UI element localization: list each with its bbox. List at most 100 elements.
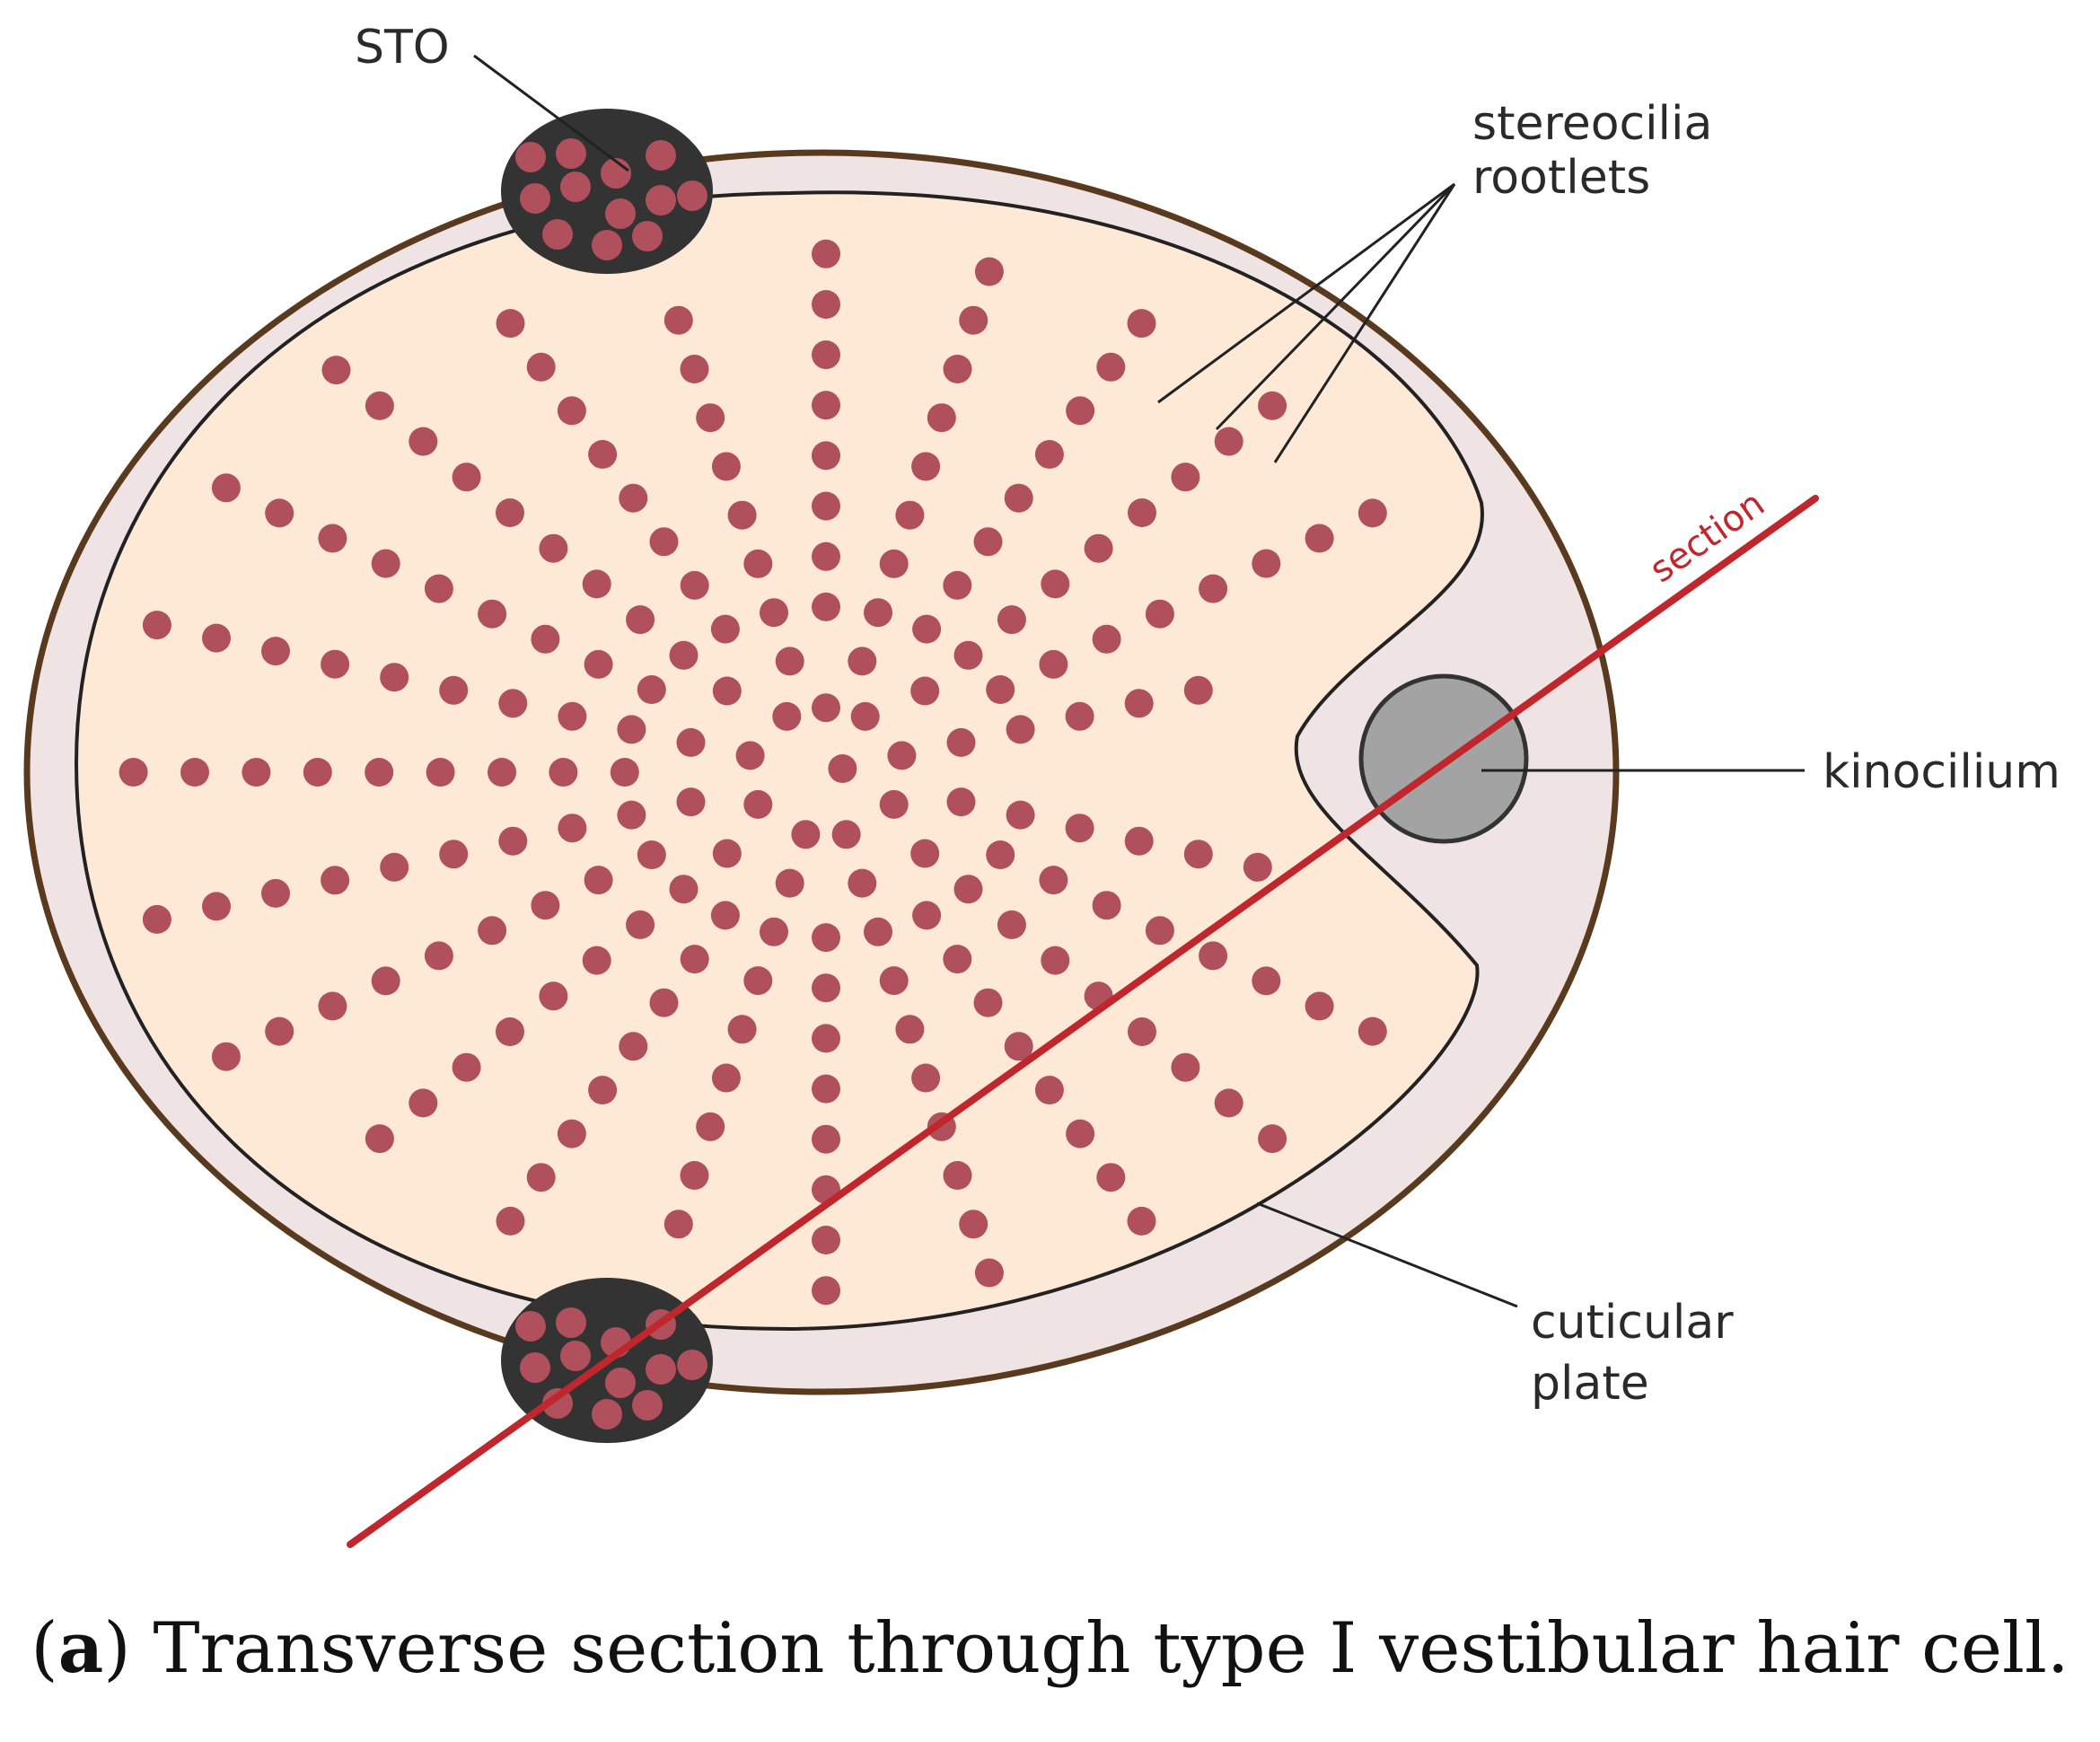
rootlet-dot (557, 396, 586, 426)
kinocilium (1358, 673, 1529, 844)
rootlet-dot (1171, 462, 1200, 492)
rootlet-dot (828, 754, 857, 783)
rootlet-dot (946, 727, 976, 757)
rootlet-dot (488, 758, 516, 787)
rootlet-dot (261, 637, 290, 666)
rootlet-dot (712, 676, 742, 706)
rootlet-dot (180, 758, 209, 787)
rootlet-dot (1199, 574, 1228, 603)
rootlet-dot (582, 569, 611, 599)
sto-rootlet-dot (520, 183, 550, 214)
rootlet-dot (371, 549, 400, 578)
rootlet-dot (1092, 624, 1121, 654)
rootlet-dot (743, 966, 773, 996)
rootlet-dot (953, 875, 983, 904)
rootlet-dot (558, 701, 587, 731)
rootlet-dot (242, 758, 271, 787)
rootlet-dot (321, 649, 350, 679)
rootlet-dot (478, 599, 507, 629)
sto-rootlet-dot (560, 1341, 591, 1371)
sto-rootlet-dot (592, 1399, 622, 1430)
rootlet-dot (850, 701, 880, 731)
rootlet-dot (711, 452, 741, 481)
rootlet-dot (1006, 715, 1035, 744)
rootlet-dot (409, 1088, 438, 1118)
rootlet-dot (727, 1015, 757, 1044)
rootlet-dot (710, 901, 740, 930)
rootlet-dot (663, 305, 693, 335)
rootlet-dot (626, 605, 655, 635)
rootlet-dot (1127, 309, 1156, 339)
rootlet-dot (452, 1052, 481, 1082)
rootlet-dot (584, 649, 613, 679)
rootlet-dot (321, 356, 351, 385)
rootlets-leader-3 (1273, 183, 1456, 463)
rootlet-dot (1183, 675, 1213, 705)
rootlet-dot (478, 916, 507, 946)
rootlet-dot (911, 1063, 941, 1093)
rootlet-dot (610, 758, 639, 787)
rootlet-dot (911, 452, 941, 481)
rootlet-dot (711, 1063, 741, 1093)
rootlet-dot (1128, 498, 1156, 527)
rootlet-dot (496, 309, 525, 339)
rootlet-dot (119, 758, 148, 787)
rootlet-dot (812, 1074, 840, 1104)
rootlet-dot (1214, 1088, 1243, 1118)
cuticular-label: cuticular (1531, 1296, 1734, 1350)
rootlet-dot (812, 239, 840, 268)
rootlet-dot (812, 592, 840, 621)
rootlet-dot (712, 839, 742, 868)
rootlet-dot (365, 758, 394, 787)
rootlet-dot (864, 598, 892, 628)
sto-rootlet-dot (632, 1390, 663, 1421)
rootlet-dot (261, 878, 290, 908)
rootlet-dot (812, 290, 840, 319)
rootlet-dot (318, 991, 347, 1021)
rootlet-dot (1096, 352, 1126, 382)
sto-rootlet-dot (605, 198, 636, 229)
sto-rootlet-dot (677, 180, 707, 211)
rootlet-dot (760, 598, 788, 628)
rootlets-leader-1 (1157, 182, 1455, 404)
rootlets-leader-2 (1215, 182, 1456, 431)
rootlet-dot (380, 663, 409, 692)
rootlet-dot (1358, 1016, 1387, 1046)
rootlet-dot (812, 973, 840, 1003)
rootlet-dot (812, 1276, 840, 1306)
rootlet-dot (812, 491, 840, 521)
stereocilia-rootlets (119, 239, 1387, 1306)
rootlet-dot (202, 623, 231, 653)
rootlet-dot (1199, 941, 1228, 971)
sto-rootlet-dot (677, 1350, 707, 1380)
rootlet-dot (791, 820, 821, 849)
sto-label: STO (355, 21, 450, 75)
rootlet-dot (649, 527, 679, 557)
rootlet-dot (946, 787, 976, 817)
rootlet-dot (526, 1163, 556, 1192)
rootlet-dot (760, 917, 788, 946)
rootlet-dot (676, 787, 706, 817)
rootlet-dot (1127, 1206, 1156, 1236)
rootlet-dot (710, 614, 740, 644)
rootlet-dot (1252, 966, 1281, 996)
rootlet-dot (526, 352, 556, 382)
rootlet-dot (539, 981, 568, 1011)
sto-rootlet-dot (646, 185, 676, 216)
rootlet-dot (1258, 1124, 1287, 1154)
rootlet-dot (619, 1032, 648, 1061)
caption-text: Transverse section through type I vestib… (153, 1608, 2069, 1689)
rootlet-dot (318, 523, 347, 553)
rootlet-dot (910, 676, 940, 706)
rootlet-dot (637, 840, 666, 869)
rootlet-dot (1041, 946, 1070, 975)
sto-top (501, 109, 713, 274)
rootlet-dot (912, 901, 942, 930)
caption-letter: a (57, 1607, 104, 1689)
rootlet-dot (879, 789, 909, 819)
rootlet-dot (974, 257, 1004, 286)
sto-rootlet-dot (542, 219, 573, 250)
rootlet-dot (997, 605, 1026, 635)
stereocilia-label: stereocilia (1472, 97, 1712, 151)
kinocilium-label: kinocilium (1823, 745, 2060, 799)
